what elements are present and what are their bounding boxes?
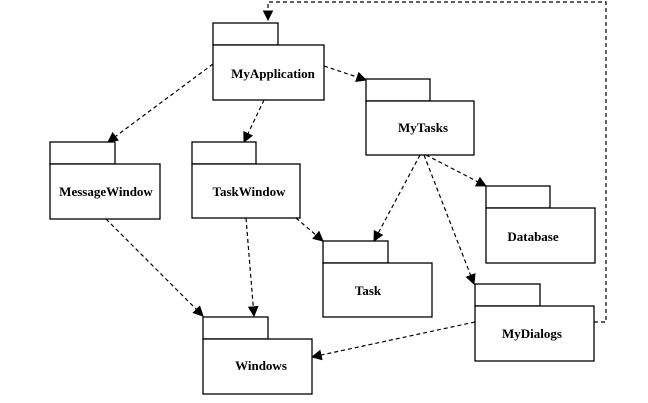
package-task[interactable]: Task [322,240,433,318]
package-label: Task [355,283,382,298]
dependency-arrows [105,1,607,361]
dep-mydialogs-to-windows [310,321,476,361]
dep-mytasks-to-task [373,154,421,242]
dep-myapplication-to-messagewindow [107,63,214,143]
dep-messagewindow-to-windows [105,218,204,317]
package-myapplication[interactable]: MyApplication [212,22,325,101]
dep-mydialogs-to-myapplication [262,1,607,323]
package-taskwindow[interactable]: TaskWindow [191,141,301,219]
package-mydialogs[interactable]: MyDialogs [474,283,595,362]
dep-mytasks-to-database [425,154,487,187]
package-label: Database [507,229,559,244]
package-windows[interactable]: Windows [202,316,313,395]
dep-taskwindow-to-windows [245,217,259,318]
dep-mytasks-to-mydialogs [423,154,476,286]
package-label: TaskWindow [213,184,287,199]
dep-myapplication-to-taskwindow [243,99,265,143]
package-mytasks[interactable]: MyTasks [365,78,475,156]
package-label: MyApplication [231,66,316,81]
package-database[interactable]: Database [485,185,596,264]
package-label: Windows [235,358,287,373]
package-label: MessageWindow [59,184,153,199]
dep-taskwindow-to-task [295,217,324,242]
package-label: MyDialogs [502,326,562,341]
package-label: MyTasks [398,120,448,135]
package-messagewindow[interactable]: MessageWindow [49,141,161,220]
dep-myapplication-to-mytasks [323,65,368,83]
